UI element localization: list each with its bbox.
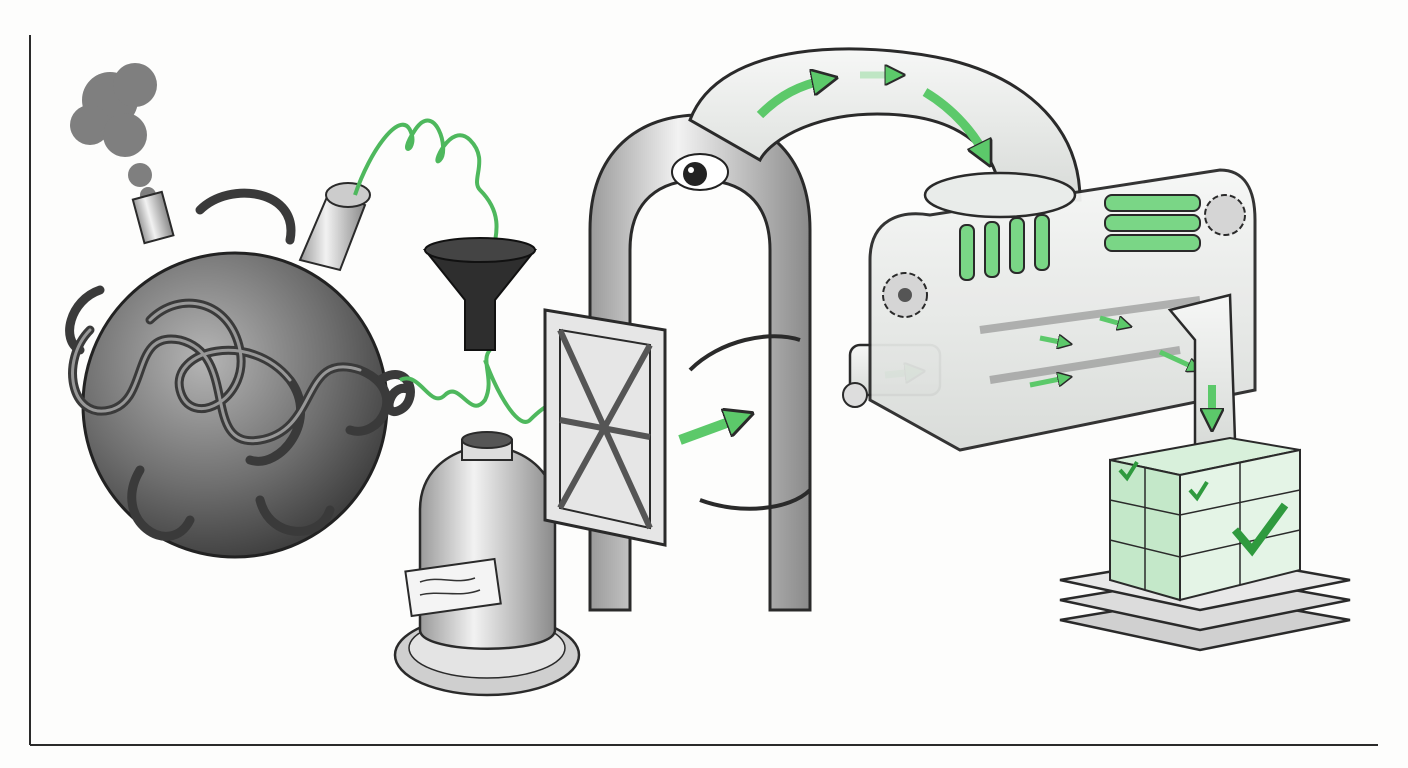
flow-arrow — [1029, 378, 1065, 388]
arch-frame-with-eye — [588, 113, 812, 612]
checked-cube-stack — [1109, 436, 1301, 602]
flow-arrow — [1099, 315, 1125, 325]
gear-icon — [882, 194, 1246, 318]
black-funnel-icon — [422, 237, 538, 351]
glass-pipe-arch — [688, 47, 1082, 202]
flow-arrow — [922, 88, 985, 155]
flow-arrow — [1158, 349, 1195, 368]
canister-on-gear — [393, 431, 581, 697]
glass-processing-machine — [868, 168, 1257, 452]
checkmark-icon — [1118, 460, 1289, 557]
flow-arrow — [678, 418, 740, 445]
eye-icon — [671, 153, 729, 191]
green-tubes — [959, 194, 1201, 281]
flow-arrow — [1039, 338, 1065, 343]
gate-door — [543, 308, 667, 547]
flow-arrow — [756, 80, 825, 119]
smoke-cloud-icon — [70, 63, 157, 203]
spiral-green-wire — [353, 118, 499, 261]
tangled-sphere-machine — [65, 182, 415, 559]
